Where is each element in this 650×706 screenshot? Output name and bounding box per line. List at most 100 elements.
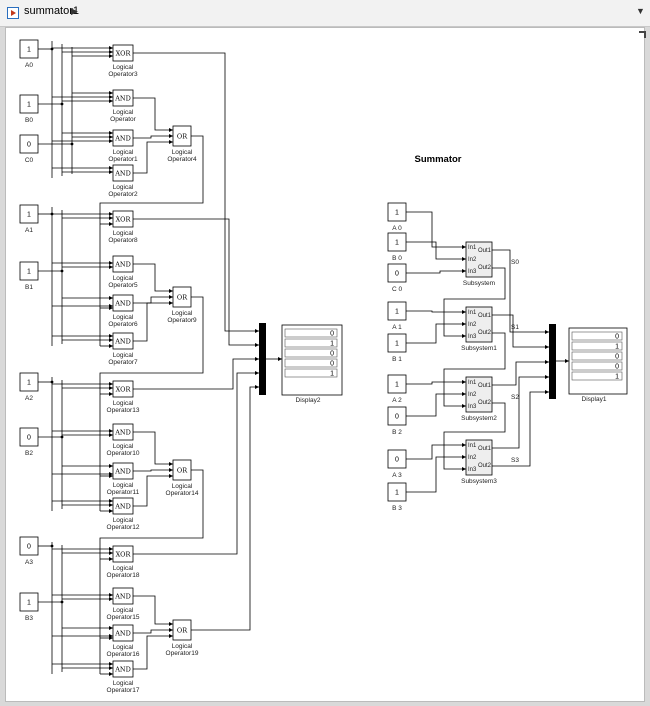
const-a2-value: 1: [27, 380, 31, 387]
port-out1: Out1: [478, 383, 492, 389]
and-to-or-line: [133, 97, 173, 131]
arrowhead: [109, 551, 113, 555]
explorer-bar-toggle-icon[interactable]: [639, 31, 646, 38]
model-canvas[interactable]: [5, 27, 645, 702]
arrowhead: [462, 380, 466, 384]
and-to-or-line: [133, 629, 173, 634]
arrowhead: [109, 54, 113, 58]
and-gate-1-2-label-1: Logical: [113, 352, 134, 359]
display2-value: 0: [330, 361, 334, 368]
const-b1-value: 1: [27, 269, 31, 276]
arrowhead: [169, 622, 173, 626]
and-gate-1-1-label-1: Logical: [113, 314, 134, 321]
and-to-or-line: [133, 431, 173, 465]
display2-label: Display2: [296, 397, 321, 404]
and-gate-2-2-op: AND: [114, 503, 131, 511]
and-gate-3-0-label-1: Logical: [113, 607, 134, 614]
and-gate-2-1-label-2: Operator11: [107, 489, 140, 496]
display1-value: 1: [615, 374, 619, 381]
arrowhead: [169, 289, 173, 293]
arrowhead: [109, 99, 113, 103]
arrowhead: [255, 343, 259, 347]
and-gate-0-0-label-2: Operator: [110, 116, 136, 123]
display1-value: 0: [615, 354, 619, 361]
const-r0-label: A 0: [392, 225, 402, 232]
port-in1: In1: [468, 245, 477, 251]
arrowhead: [109, 334, 113, 338]
arrowhead: [545, 375, 549, 379]
chevron-down-icon[interactable]: ▼: [636, 6, 645, 16]
carry-line: [99, 135, 204, 346]
sub-carry-line: [443, 332, 506, 407]
const-b0-label: B0: [25, 117, 33, 124]
display1-cell: [571, 361, 623, 371]
display1-value: 0: [615, 364, 619, 371]
mux-right[interactable]: [549, 324, 556, 399]
display2-cell: [284, 338, 338, 348]
subsystem-block-2[interactable]: [465, 376, 493, 413]
const-a1-label: A1: [25, 227, 33, 234]
const-b3-value: 1: [27, 600, 31, 607]
or-gate-2-label-1: Logical: [172, 483, 193, 490]
display1-cell: [571, 341, 623, 351]
subsystem-label-3: Subsystem3: [461, 478, 497, 485]
subsystem-block-1[interactable]: [465, 306, 493, 343]
sub-input-line: [406, 241, 466, 260]
xor-gate-0-label-2: Operator3: [108, 71, 138, 78]
sub-input-line: [406, 310, 466, 313]
and-to-or-line: [133, 135, 173, 139]
const-r7-value: 0: [395, 457, 399, 464]
arrowhead: [255, 357, 259, 361]
const-b1-label: B1: [25, 284, 33, 291]
arrowhead: [109, 216, 113, 220]
breadcrumb-model[interactable]: summator1: [24, 5, 80, 17]
const-a2-label: A2: [25, 395, 33, 402]
subsystem-block-3[interactable]: [465, 439, 493, 476]
arrowhead: [109, 166, 113, 170]
subsystem-label-0: Subsystem: [463, 280, 495, 287]
or-gate-1-op: OR: [177, 294, 188, 302]
port-in3: In3: [468, 404, 477, 410]
sub-carry-line: [443, 267, 506, 337]
const-a0-value: 1: [27, 47, 31, 54]
and-gate-3-1-op: AND: [114, 630, 131, 638]
port-out1: Out1: [478, 313, 492, 319]
arrowhead: [545, 390, 549, 394]
const-r2-label: C 0: [392, 286, 403, 293]
or-gate-3-op: OR: [177, 627, 188, 635]
and-to-or-line: [133, 263, 173, 292]
const-b3-label: B3: [25, 615, 33, 622]
port-out1: Out1: [478, 248, 492, 254]
and-gate-3-2-label-1: Logical: [113, 680, 134, 687]
sub-sum-line: [492, 376, 549, 449]
arrowhead: [462, 310, 466, 314]
sub-input-line: [406, 211, 466, 248]
sub-input-line: [406, 381, 466, 385]
port-in2: In2: [468, 455, 477, 461]
arrowhead: [109, 139, 113, 143]
and-gate-0-1-op: AND: [114, 135, 131, 143]
or-gate-1-label-1: Logical: [172, 310, 193, 317]
sub-input-line: [406, 456, 466, 493]
xor-gate-1-op: XOR: [116, 216, 132, 224]
const-a0-label: A0: [25, 62, 33, 69]
const-r6-label: B 2: [392, 429, 402, 436]
arrowhead: [109, 212, 113, 216]
arrowhead: [109, 261, 113, 265]
and-gate-2-0-label-2: Operator10: [107, 450, 140, 457]
mux-left[interactable]: [259, 323, 266, 395]
and-to-or-line: [133, 296, 173, 304]
signal-label-0: S0: [511, 259, 519, 266]
arrowhead: [109, 91, 113, 95]
breadcrumb-arrow-icon[interactable]: ▶: [71, 6, 78, 16]
and-to-or-line: [133, 475, 173, 507]
arrowhead: [545, 330, 549, 334]
and-to-or-line: [133, 595, 173, 625]
and-gate-0-1-label-1: Logical: [113, 149, 134, 156]
subsystem-block-0[interactable]: [465, 241, 493, 278]
const-r5-value: 1: [395, 382, 399, 389]
display2-value: 0: [330, 351, 334, 358]
arrowhead: [109, 386, 113, 390]
and-gate-0-0-label-1: Logical: [113, 109, 134, 116]
